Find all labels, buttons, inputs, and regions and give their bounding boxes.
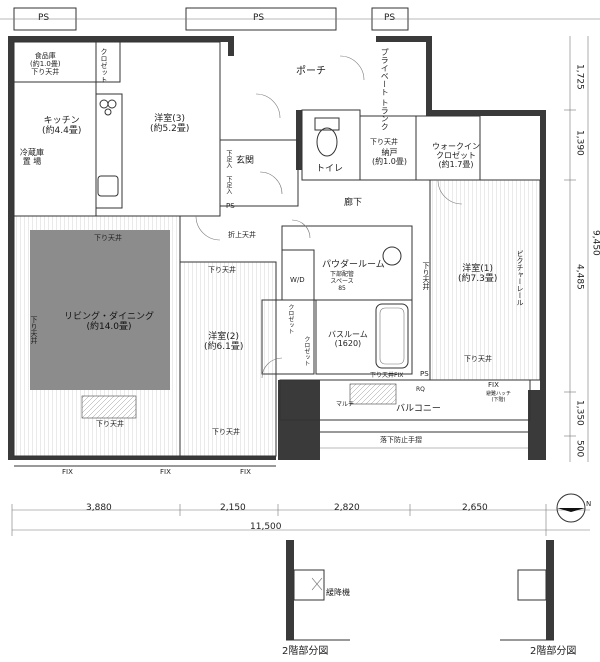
- toilet-fixture: [314, 117, 340, 157]
- bathtub: [375, 303, 409, 369]
- door-swings: [195, 55, 463, 379]
- kitchen-counter: [95, 93, 123, 209]
- top-ps-shafts: [0, 7, 600, 31]
- floor-hatch: [81, 395, 137, 419]
- compass-icon: [556, 493, 586, 523]
- balcony-rail: [14, 383, 528, 467]
- living-ceiling-shade: [30, 230, 170, 390]
- partial-plans: [286, 540, 554, 641]
- sink: [382, 246, 402, 266]
- dimension-lines: [11, 36, 590, 536]
